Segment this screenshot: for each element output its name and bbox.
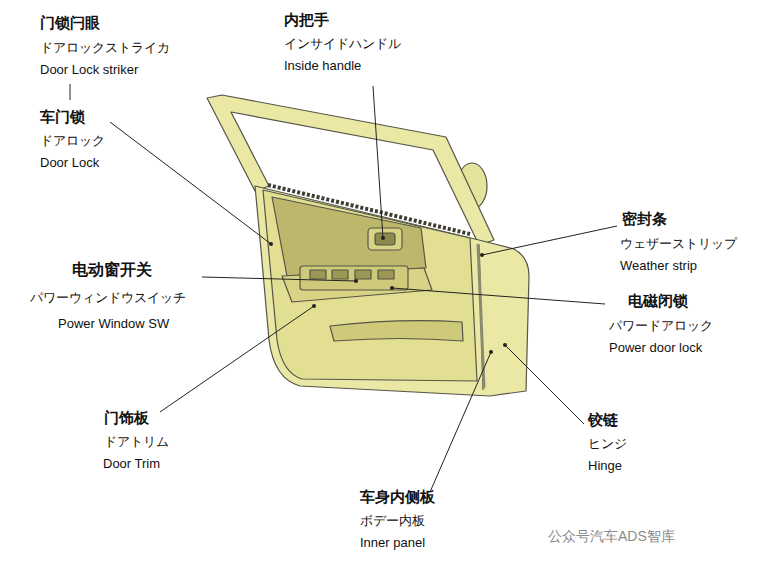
part-label: ボデー内板	[360, 513, 425, 529]
part-label: 铰链	[588, 411, 618, 429]
part-label: Hinge	[588, 458, 622, 474]
part-label: ドアロックストライカ	[40, 40, 170, 56]
part-label: インサイドハンドル	[284, 36, 401, 52]
part-label: ドアトリム	[104, 434, 169, 450]
part-label: ウェザーストリップ	[620, 236, 737, 252]
part-label: 密封条	[622, 210, 667, 228]
part-label: 电磁闭锁	[628, 292, 688, 310]
part-label: Weather strip	[620, 258, 697, 274]
part-label: Door Lock striker	[40, 62, 138, 78]
part-label: 车身内侧板	[360, 488, 435, 506]
part-label: Door Lock	[40, 155, 99, 171]
watermark: 公众号汽车ADS智库	[548, 528, 675, 545]
part-label: パワードアロック	[609, 318, 713, 334]
part-label: Inner panel	[360, 535, 425, 551]
part-label: Power door lock	[609, 340, 702, 356]
part-label: パワーウィンドウスイッチ	[30, 290, 186, 306]
part-label: Power Window SW	[58, 316, 169, 332]
part-label: 门饰板	[104, 409, 149, 427]
part-label: ドアロック	[40, 133, 105, 149]
part-label: 内把手	[284, 11, 329, 29]
part-label: Door Trim	[103, 456, 160, 472]
part-label: ヒンジ	[588, 436, 627, 452]
part-label: 门锁闩眼	[40, 14, 100, 32]
part-label: 车门锁	[40, 108, 85, 126]
part-label: 电动窗开关	[72, 260, 152, 279]
part-label: Inside handle	[284, 58, 361, 74]
